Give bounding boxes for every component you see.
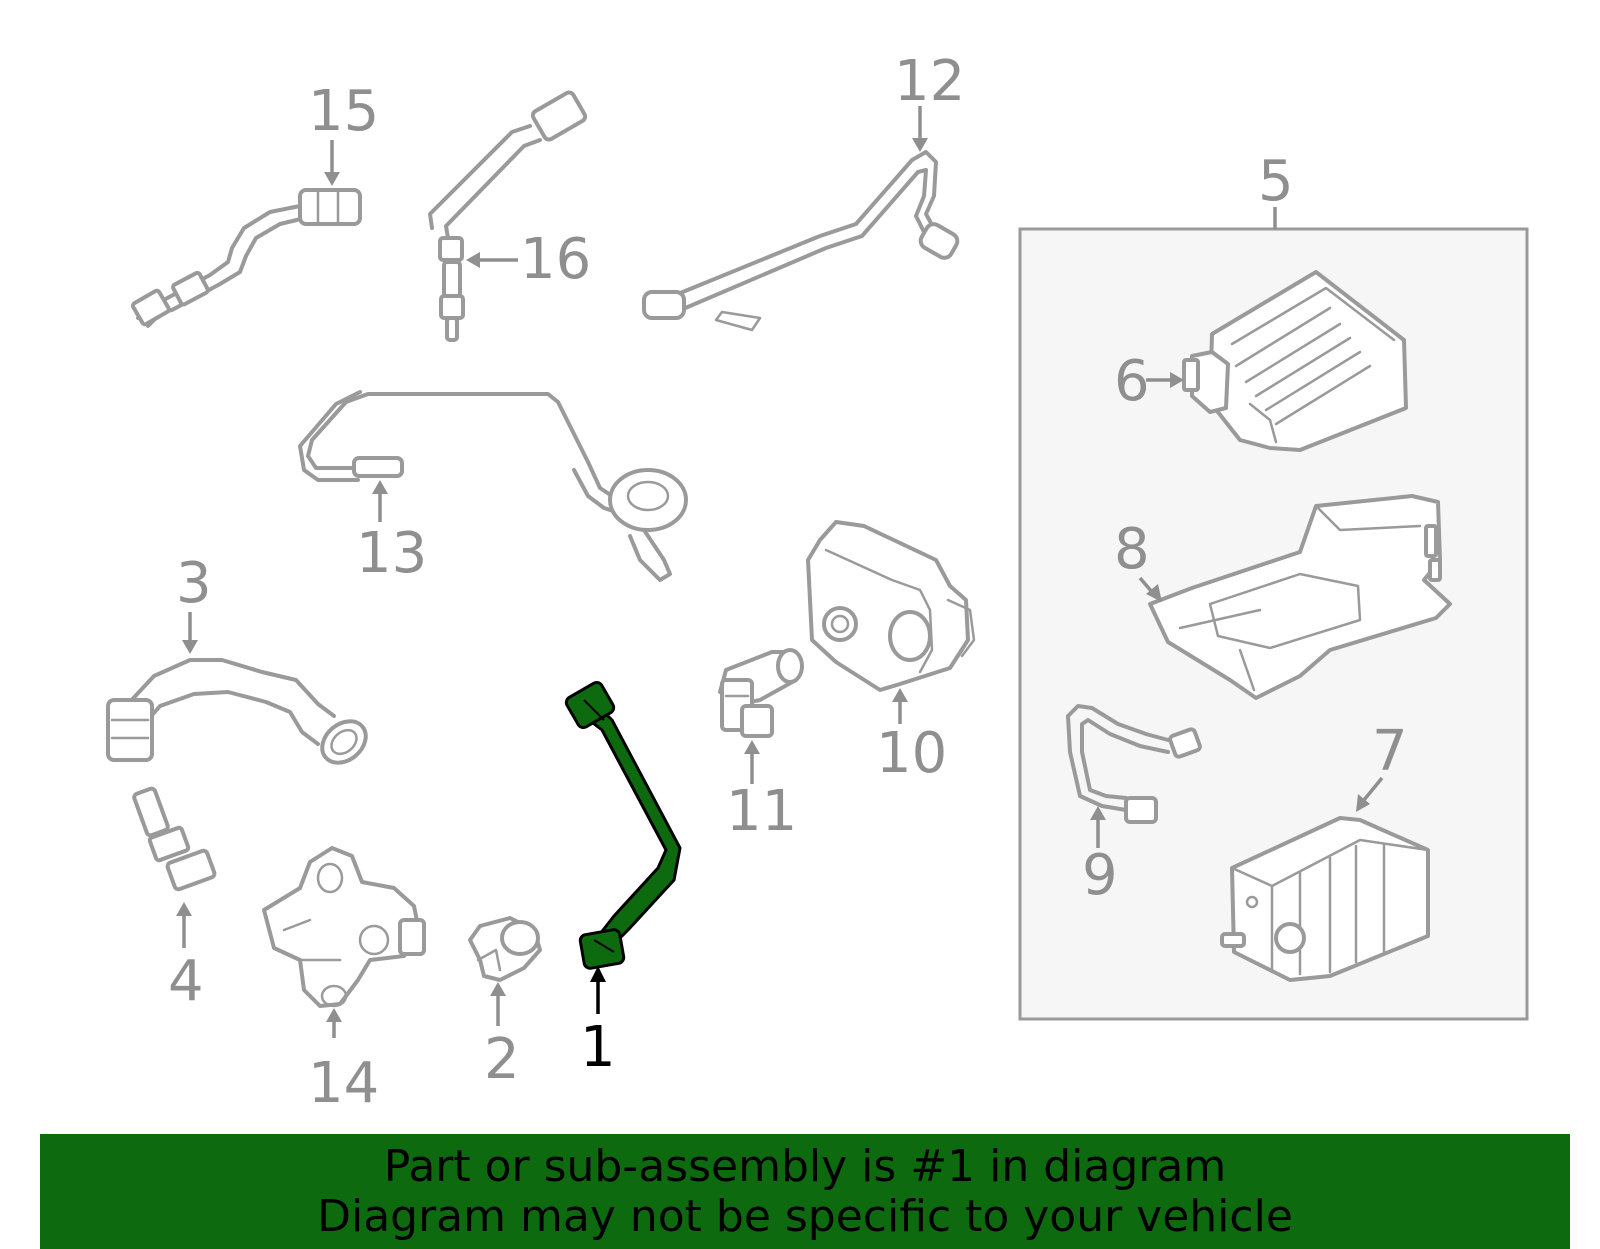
part-7-canister[interactable] — [1220, 816, 1430, 982]
part-9-tube[interactable] — [1066, 704, 1202, 824]
callout-3: 3 — [176, 551, 212, 616]
callout-4: 4 — [168, 949, 204, 1014]
leader-arrows — [176, 106, 1384, 1038]
info-banner: Part or sub-assembly is #1 in diagram Di… — [40, 1134, 1570, 1249]
callout-13: 13 — [356, 521, 427, 586]
callout-2: 2 — [484, 1027, 520, 1092]
banner-line-2: Diagram may not be specific to your vehi… — [317, 1191, 1293, 1242]
part-2-connector[interactable] — [468, 916, 542, 982]
part-11-connector[interactable] — [718, 648, 804, 738]
part-15-oxygen-sensor[interactable] — [130, 188, 362, 328]
banner-line-1: Part or sub-assembly is #1 in diagram — [383, 1141, 1227, 1192]
part-4-sensor[interactable] — [132, 786, 217, 892]
callout-8: 8 — [1114, 517, 1150, 582]
part-1-hose-highlighted[interactable] — [564, 680, 682, 970]
callout-9: 9 — [1082, 843, 1118, 908]
callout-5: 5 — [1258, 149, 1294, 214]
part-14-valve[interactable] — [262, 846, 426, 1008]
callout-11: 11 — [726, 779, 797, 844]
part-13-sensor-tube[interactable] — [298, 390, 688, 582]
part-10-module[interactable] — [806, 520, 976, 692]
callout-6: 6 — [1114, 349, 1150, 414]
callout-7: 7 — [1372, 719, 1408, 784]
callout-10: 10 — [876, 721, 947, 786]
part-12-sensor-tube[interactable] — [642, 150, 960, 332]
callout-16: 16 — [520, 227, 591, 292]
callout-15: 15 — [308, 79, 379, 144]
part-6-canister[interactable] — [1182, 270, 1408, 452]
part-8-bracket[interactable] — [1148, 494, 1452, 700]
part-3-hose[interactable] — [106, 658, 374, 771]
callout-14: 14 — [308, 1051, 379, 1116]
part-16-oxygen-sensor[interactable] — [428, 90, 588, 342]
callout-1-highlighted: 1 — [580, 1015, 616, 1080]
callout-12: 12 — [894, 49, 965, 114]
